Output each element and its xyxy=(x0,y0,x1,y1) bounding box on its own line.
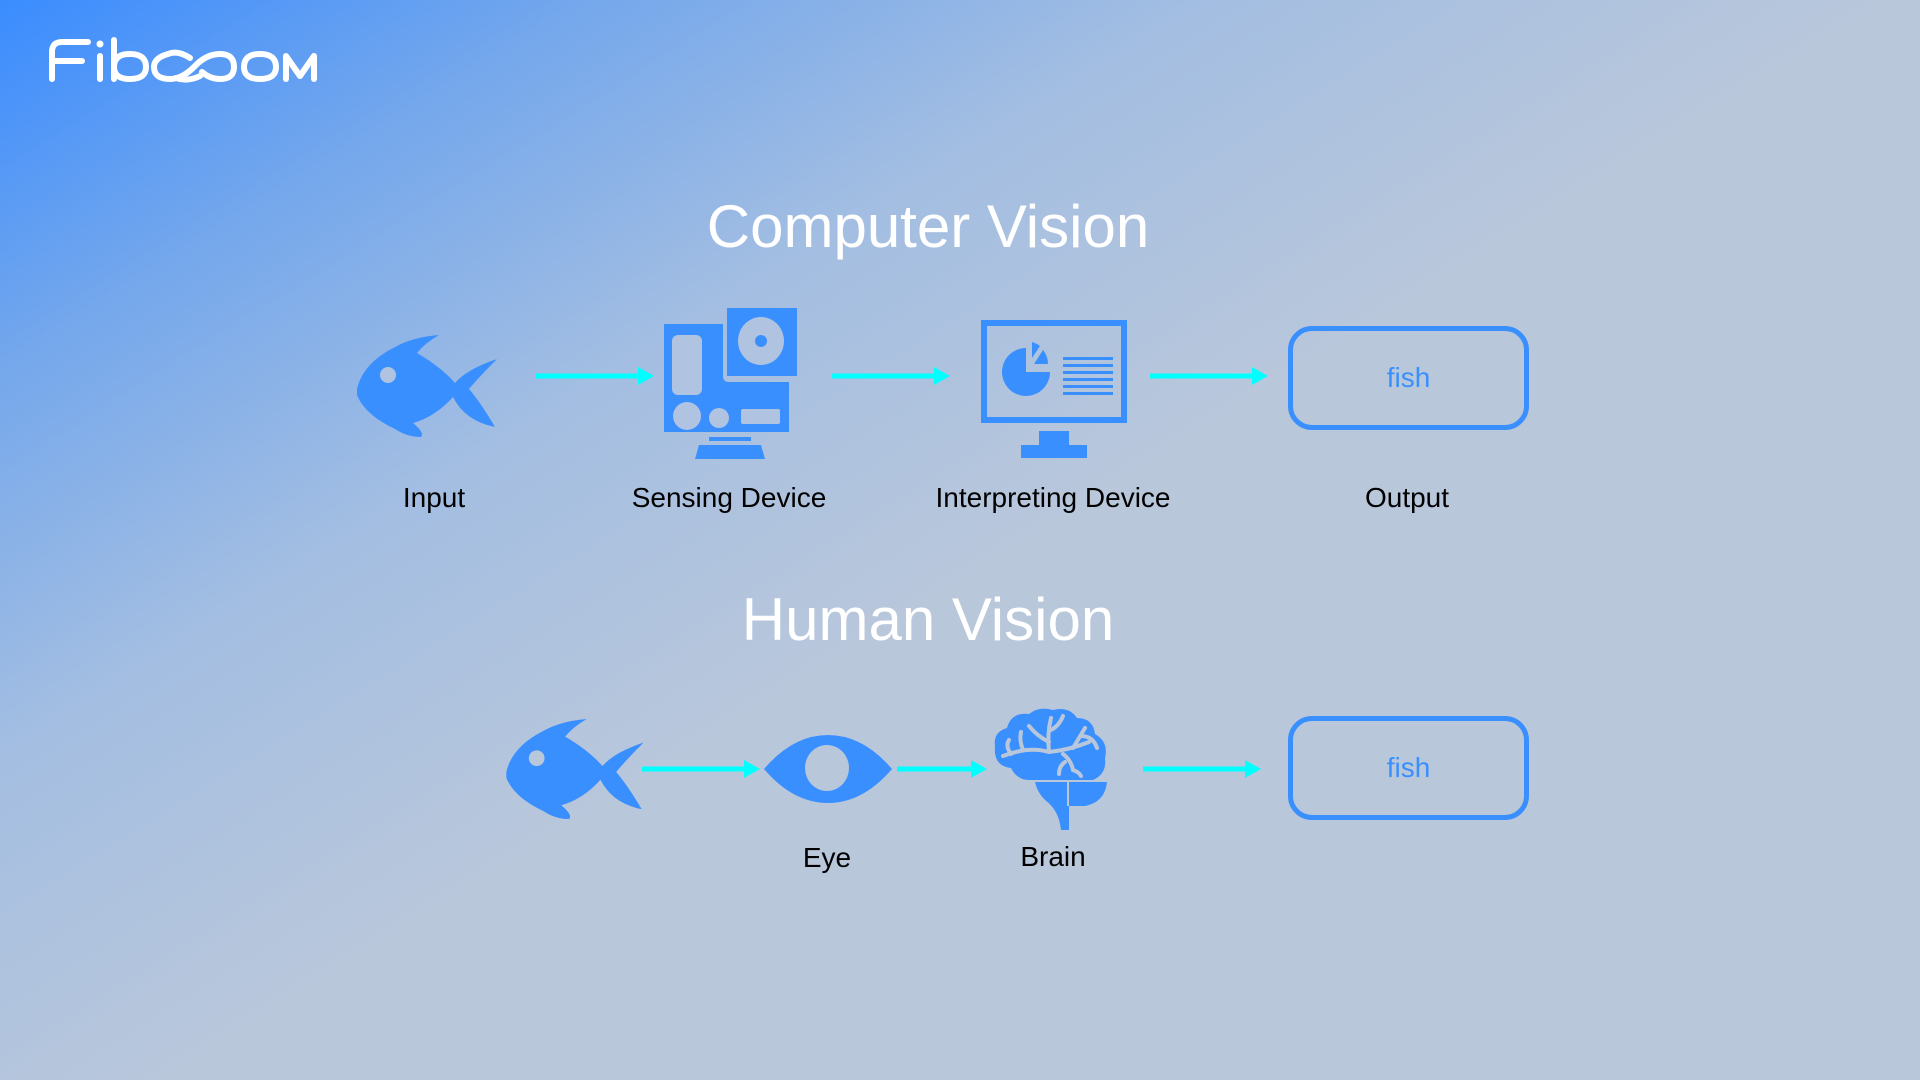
arrow-right xyxy=(1143,760,1261,778)
output-value: fish xyxy=(1386,362,1431,393)
brain-icon xyxy=(994,708,1107,830)
human-vision-title: Human Vision xyxy=(741,586,1115,653)
step-label-interpreting-device: Interpreting Device xyxy=(935,482,1171,513)
step-label-input: Input xyxy=(402,482,466,513)
step-label-sensing-device: Sensing Device xyxy=(631,482,827,513)
step-label-output: Output xyxy=(1364,482,1450,513)
output-box: fish xyxy=(1288,326,1529,430)
arrow-right xyxy=(897,760,987,778)
step-label-brain: Brain xyxy=(1020,841,1086,872)
eye-icon xyxy=(764,735,892,803)
step-label-eye: Eye xyxy=(802,842,852,873)
arrow-right xyxy=(832,367,950,385)
output-box: fish xyxy=(1288,716,1529,820)
arrow-right xyxy=(642,760,760,778)
computer-vision-title: Computer Vision xyxy=(706,193,1150,260)
fish-icon xyxy=(357,335,497,437)
arrow-right xyxy=(536,367,654,385)
action-camera-icon xyxy=(664,308,797,459)
monitor-chart-icon xyxy=(981,320,1127,458)
fish-icon xyxy=(506,718,644,820)
arrow-right xyxy=(1150,367,1268,385)
output-value: fish xyxy=(1386,752,1431,783)
fibocom-logo xyxy=(49,37,317,83)
